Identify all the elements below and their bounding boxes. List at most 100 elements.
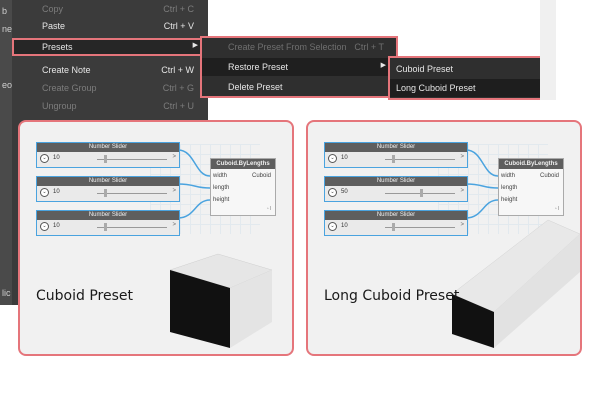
menu-item-presets[interactable]: Presets ▶ <box>12 38 208 56</box>
node-footer-icon: ▫ l <box>554 206 559 212</box>
chevron-down-icon[interactable]: ⌄ <box>328 188 337 197</box>
slider-header: Number Slider <box>37 211 179 220</box>
menu-item-paste[interactable]: Paste Ctrl + V <box>12 17 208 35</box>
slider-value[interactable]: 50 <box>341 189 348 195</box>
chevron-down-icon[interactable]: ⌄ <box>40 188 49 197</box>
input-port-length[interactable]: length <box>501 185 518 191</box>
output-port-icon[interactable]: > <box>172 154 176 160</box>
menu-item-copy[interactable]: Copy Ctrl + C <box>12 0 208 18</box>
slider-body: ⌄ 50 > <box>325 186 467 201</box>
menu-item-label: Restore Preset <box>228 62 289 72</box>
preset-panel-long-cuboid: Number Slider ⌄ 10 > Number Slider ⌄ 50 … <box>306 120 582 356</box>
number-slider[interactable]: Number Slider ⌄ 50 > <box>324 176 468 202</box>
slider-track[interactable] <box>97 227 167 228</box>
slider-thumb[interactable] <box>104 223 107 231</box>
slider-track[interactable] <box>97 193 167 194</box>
slider-header: Number Slider <box>37 177 179 186</box>
input-port-height[interactable]: height <box>501 197 518 203</box>
menu-item-shortcut: Ctrl + C <box>163 4 194 14</box>
preset-panel-cuboid: Number Slider ⌄ 10 > Number Slider ⌄ 10 … <box>18 120 294 356</box>
slider-value[interactable]: 10 <box>53 223 60 229</box>
restore-preset-submenu: Cuboid Preset Long Cuboid Preset <box>388 56 544 100</box>
menu-item-create-preset[interactable]: Create Preset From Selection Ctrl + T <box>202 38 396 56</box>
side-text: lic <box>2 288 11 298</box>
submenu-arrow-icon: ▶ <box>380 62 386 69</box>
slider-value[interactable]: 10 <box>341 223 348 229</box>
menu-item-long-cuboid-preset[interactable]: Long Cuboid Preset <box>390 79 542 97</box>
number-slider[interactable]: Number Slider ⌄ 10 > <box>324 142 468 168</box>
slider-track[interactable] <box>385 227 455 228</box>
slider-track[interactable] <box>385 159 455 160</box>
cuboid-right-face <box>230 270 272 348</box>
slider-header: Number Slider <box>325 143 467 152</box>
slider-thumb[interactable] <box>420 189 423 197</box>
menu-item-label: Paste <box>42 21 66 31</box>
output-port-icon[interactable]: > <box>172 188 176 194</box>
input-port-height[interactable]: height <box>213 197 230 203</box>
menu-item-shortcut: Ctrl + W <box>161 65 194 75</box>
chevron-down-icon[interactable]: ⌄ <box>40 222 49 231</box>
slider-value[interactable]: 10 <box>341 155 348 161</box>
menu-item-create-group[interactable]: Create Group Ctrl + G <box>12 79 208 97</box>
wire <box>465 149 499 177</box>
menu-item-shortcut: Ctrl + U <box>163 101 194 111</box>
menu-item-label: Long Cuboid Preset <box>396 83 476 93</box>
cuboid-right-face <box>494 234 580 348</box>
chevron-down-icon[interactable]: ⌄ <box>328 154 337 163</box>
output-port-cuboid[interactable]: Cuboid <box>539 173 559 179</box>
output-port-icon[interactable]: > <box>460 222 464 228</box>
slider-thumb[interactable] <box>392 155 395 163</box>
menu-item-delete-preset[interactable]: Delete Preset <box>202 78 396 96</box>
wires <box>177 149 211 219</box>
input-port-width[interactable]: width <box>501 173 516 179</box>
output-port-icon[interactable]: > <box>460 154 464 160</box>
side-text: b <box>2 6 8 16</box>
chevron-down-icon[interactable]: ⌄ <box>328 222 337 231</box>
wire <box>177 183 211 189</box>
slider-track[interactable] <box>97 159 167 160</box>
number-slider[interactable]: Number Slider ⌄ 10 > <box>324 210 468 236</box>
wire <box>465 199 499 219</box>
side-text: ne <box>2 24 13 34</box>
input-port-width[interactable]: width <box>213 173 228 179</box>
slider-body: ⌄ 10 > <box>37 186 179 201</box>
node-title: Cuboid.ByLengths <box>499 159 563 169</box>
menu-item-restore-preset[interactable]: Restore Preset ▶ <box>202 58 396 76</box>
menu-item-cuboid-preset[interactable]: Cuboid Preset <box>390 60 542 78</box>
menu-item-label: Ungroup <box>42 101 77 111</box>
menu-item-label: Create Note <box>42 65 91 75</box>
chevron-down-icon[interactable]: ⌄ <box>40 154 49 163</box>
slider-header: Number Slider <box>325 211 467 220</box>
slider-value[interactable]: 10 <box>53 189 60 195</box>
wires <box>465 149 499 219</box>
wire <box>177 149 211 177</box>
long-cuboid-geometry <box>451 219 580 348</box>
slider-thumb[interactable] <box>104 189 107 197</box>
submenu-arrow-icon: ▶ <box>192 42 198 49</box>
cuboid-bylengths-node[interactable]: Cuboid.ByLengths width length height Cub… <box>498 158 564 216</box>
output-port-cuboid[interactable]: Cuboid <box>251 173 271 179</box>
canvas-left-edge: b ne eo lic <box>0 0 12 305</box>
slider-header: Number Slider <box>37 143 179 152</box>
number-slider[interactable]: Number Slider ⌄ 10 > <box>36 142 180 168</box>
cuboid-bylengths-node[interactable]: Cuboid.ByLengths width length height Cub… <box>210 158 276 216</box>
cuboid-left-face <box>452 294 494 348</box>
slider-body: ⌄ 10 > <box>325 220 467 235</box>
preset-title: Long Cuboid Preset <box>324 288 460 304</box>
number-slider[interactable]: Number Slider ⌄ 10 > <box>36 210 180 236</box>
output-port-icon[interactable]: > <box>460 188 464 194</box>
menu-item-label: Copy <box>42 4 64 14</box>
preset-title: Cuboid Preset <box>36 288 133 304</box>
input-port-length[interactable]: length <box>213 185 230 191</box>
menu-item-ungroup[interactable]: Ungroup Ctrl + U <box>12 97 208 115</box>
slider-thumb[interactable] <box>104 155 107 163</box>
menu-item-create-note[interactable]: Create Note Ctrl + W <box>12 61 208 79</box>
wire <box>177 199 211 219</box>
slider-body: ⌄ 10 > <box>37 152 179 167</box>
menu-item-label: Create Preset From Selection <box>228 42 347 52</box>
slider-thumb[interactable] <box>392 223 395 231</box>
cuboid-geometry <box>169 253 273 348</box>
slider-value[interactable]: 10 <box>53 155 60 161</box>
number-slider[interactable]: Number Slider ⌄ 10 > <box>36 176 180 202</box>
output-port-icon[interactable]: > <box>172 222 176 228</box>
